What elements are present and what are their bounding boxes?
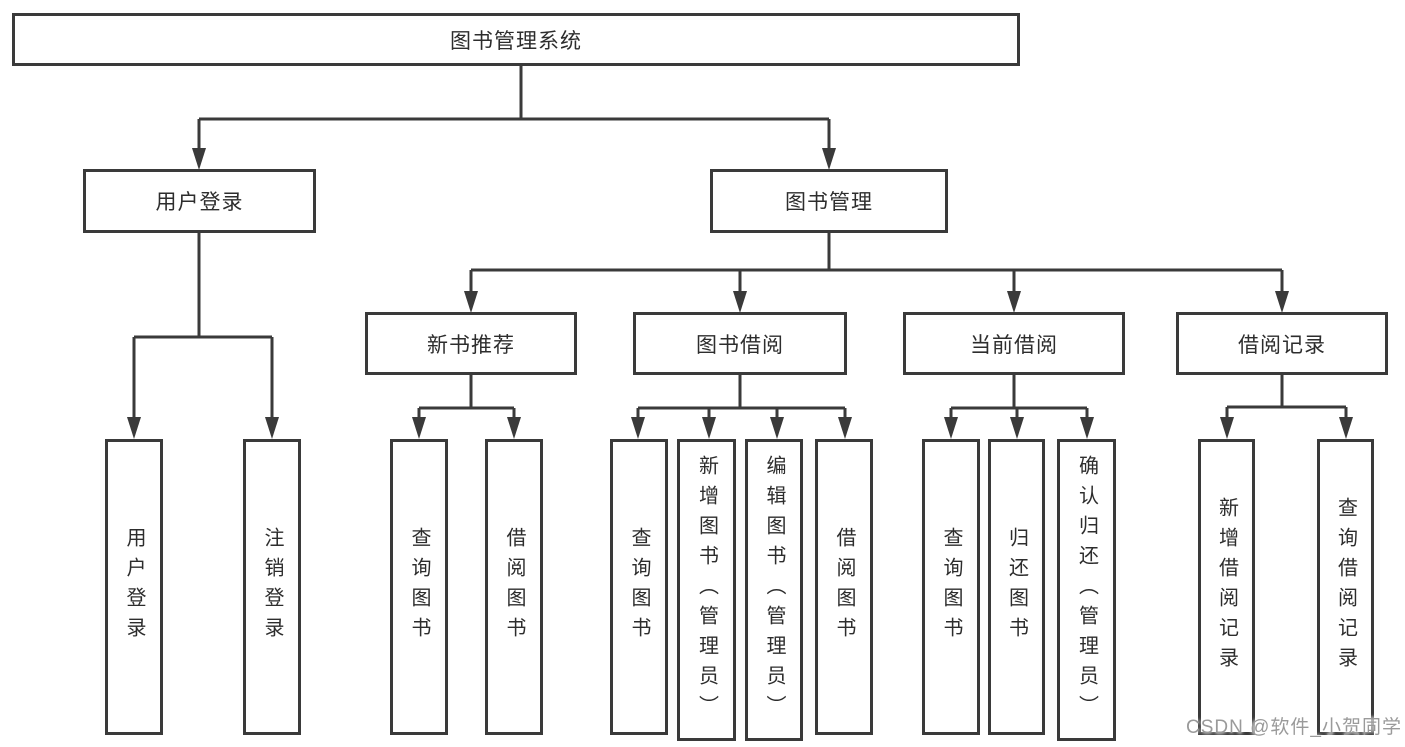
leaf-current-query-book: 查询图书 <box>922 439 980 735</box>
node-book-management: 图书管理 <box>710 169 948 233</box>
node-new-book-recommend: 新书推荐 <box>365 312 577 375</box>
leaf-recommend-borrow-book-label: 借阅图书 <box>503 527 525 647</box>
leaf-record-query-borrow-record: 查询借阅记录 <box>1317 439 1374 735</box>
leaf-record-add-borrow-record-label: 新增借阅记录 <box>1215 497 1238 677</box>
node-borrow-record: 借阅记录 <box>1176 312 1388 375</box>
node-book-borrow: 图书借阅 <box>633 312 847 375</box>
connector-borrow-record-children <box>1220 375 1353 439</box>
leaf-record-add-borrow-record: 新增借阅记录 <box>1198 439 1255 735</box>
leaf-user-login: 用户登录 <box>105 439 163 735</box>
csdn-watermark: CSDN @软件_小贺同学 <box>1186 717 1402 738</box>
leaf-record-query-borrow-record-label: 查询借阅记录 <box>1334 497 1357 677</box>
leaf-borrow-edit-book-admin-label: 编辑图书（管理员） <box>763 455 785 725</box>
node-root-library-management-system: 图书管理系统 <box>12 13 1020 66</box>
leaf-current-confirm-return-admin-label: 确认归还（管理员） <box>1075 455 1098 725</box>
leaf-borrow-borrow-book: 借阅图书 <box>815 439 873 735</box>
connector-user-login-children <box>127 233 279 439</box>
leaf-current-query-book-label: 查询图书 <box>940 527 962 647</box>
leaf-borrow-add-book-admin: 新增图书（管理员） <box>677 439 736 741</box>
leaf-recommend-query-book: 查询图书 <box>390 439 448 735</box>
connector-current-borrow-children <box>944 375 1094 439</box>
leaf-borrow-query-book: 查询图书 <box>610 439 668 735</box>
connector-root-to-level2 <box>192 66 836 170</box>
leaf-borrow-add-book-admin-label: 新增图书（管理员） <box>695 455 718 725</box>
leaf-borrow-borrow-book-label: 借阅图书 <box>833 527 855 647</box>
leaf-logout-login: 注销登录 <box>243 439 301 735</box>
leaf-borrow-query-book-label: 查询图书 <box>628 527 650 647</box>
leaf-current-confirm-return-admin: 确认归还（管理员） <box>1057 439 1116 741</box>
leaf-recommend-borrow-book: 借阅图书 <box>485 439 543 735</box>
connector-book-borrow-children <box>631 375 852 439</box>
leaf-logout-login-label: 注销登录 <box>261 527 283 647</box>
node-user-login: 用户登录 <box>83 169 316 233</box>
leaf-user-login-label: 用户登录 <box>123 527 145 647</box>
node-current-borrow: 当前借阅 <box>903 312 1125 375</box>
leaf-recommend-query-book-label: 查询图书 <box>408 527 430 647</box>
connector-book-management-children <box>464 233 1289 313</box>
leaf-current-return-book: 归还图书 <box>988 439 1045 735</box>
connector-new-book-recommend-children <box>412 375 521 439</box>
leaf-borrow-edit-book-admin: 编辑图书（管理员） <box>745 439 803 741</box>
leaf-current-return-book-label: 归还图书 <box>1005 527 1028 647</box>
